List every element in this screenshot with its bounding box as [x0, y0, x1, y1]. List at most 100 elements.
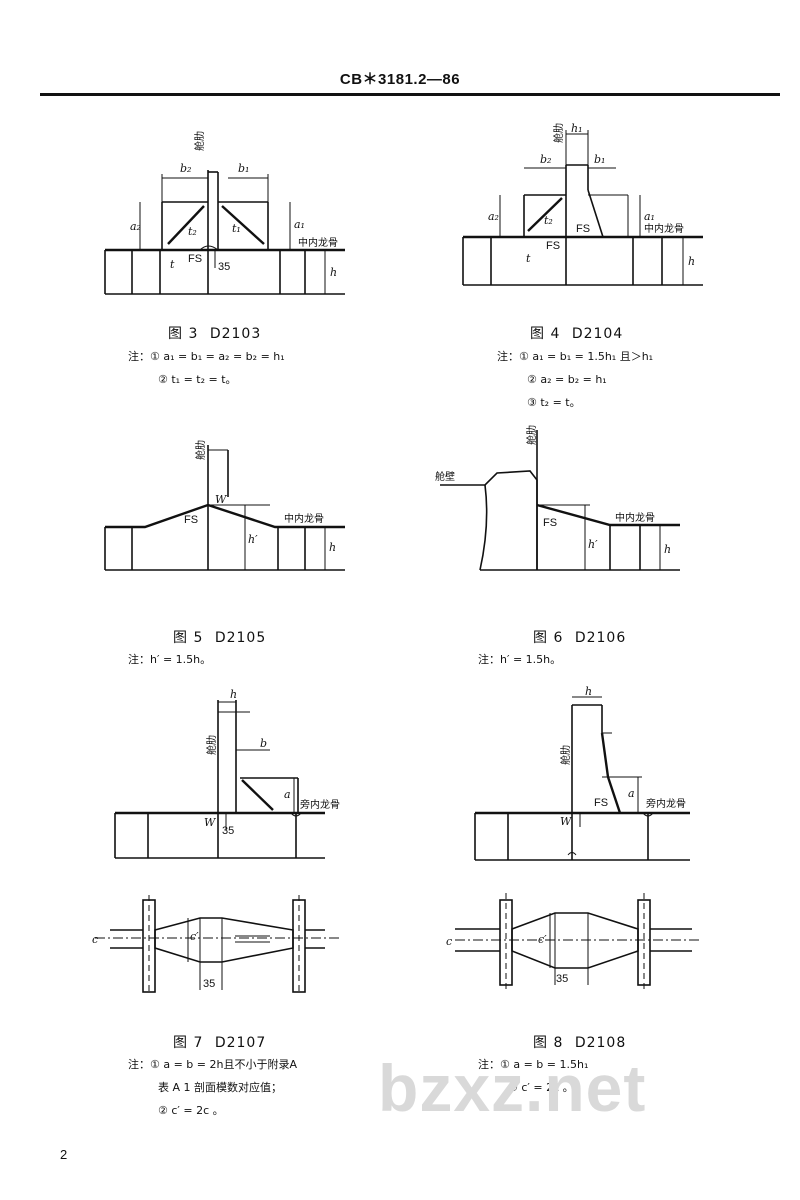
fig4-label-fs: FS [576, 223, 590, 235]
fig4-label-h1: h₁ [571, 122, 583, 135]
figure-8-note-2: ② c′ = 2c 。 [508, 1081, 574, 1094]
fig6-label-hp: h′ [588, 538, 598, 551]
fig4-label-frame: 舱肋 [552, 123, 565, 143]
fig7-label-h: h [230, 688, 237, 701]
figure-5-number: 图 5 [173, 630, 204, 646]
fig3-label-b1: b₁ [238, 162, 249, 175]
fig7-label-a: a [284, 788, 291, 801]
figure-4-caption: 图 4 D2104 [530, 323, 629, 343]
figure-3-note-1: 注：① a₁ = b₁ = a₂ = b₂ = h₁ [128, 350, 285, 363]
figure-3-notes: 注：① a₁ = b₁ = a₂ = b₂ = h₁ ② t₁ = t₂ = t… [128, 345, 285, 391]
figure-7-code: D2107 [214, 1035, 267, 1051]
page-number: 2 [60, 1147, 68, 1162]
fig8-label-cp: c′ [538, 933, 547, 946]
fig5-label-keelson: 中内龙骨 [284, 512, 324, 525]
fig4-label-b1: b₁ [594, 153, 605, 166]
fig3-label-b2: b₂ [180, 162, 191, 175]
figure-5-code: D2105 [214, 630, 267, 646]
figure-7-note-1: 注：① a = b = 2h且不小于附录A [128, 1058, 297, 1071]
figure-7-number: 图 7 [173, 1035, 204, 1051]
figure-5-caption: 图 5 D2105 [173, 627, 272, 647]
figure-4-note-3: ③ t₂ = t。 [527, 396, 581, 409]
fig3-label-fs: FS [188, 253, 202, 265]
fig7-label-35b: 35 [203, 978, 215, 990]
fig3-label-a1: a₁ [294, 218, 305, 231]
figure-6-code: D2106 [574, 630, 627, 646]
fig8-label-a: a [628, 787, 635, 800]
fig3-label-t: t [170, 258, 175, 271]
figure-6-caption: 图 6 D2106 [533, 627, 632, 647]
fig4-label-keelson: 中内龙骨 [644, 222, 684, 235]
header-rule [40, 93, 780, 96]
fig6-label-frame: 舱肋 [525, 425, 538, 445]
fig7-label-c: c [92, 933, 98, 946]
figure-4-code: D2104 [571, 326, 624, 342]
figure-6-drawing: 舱肋 舱壁 FS h′ h 中内龙骨 [435, 425, 680, 571]
figure-7-notes: 注：① a = b = 2h且不小于附录A 表 A 1 剖面模数对应值； ② c… [128, 1053, 297, 1122]
figure-8-caption: 图 8 D2108 [533, 1032, 632, 1052]
fig7-label-b: b [260, 737, 267, 750]
figure-3-number: 图 3 [168, 326, 199, 342]
figure-8-code: D2108 [574, 1035, 627, 1051]
fig8-label-c: c [446, 935, 452, 948]
fig8-label-35: 35 [556, 973, 568, 985]
fig3-label-a2: a₂ [130, 220, 141, 233]
figure-7-note-2: 表 A 1 剖面模数对应值； [158, 1081, 283, 1094]
watermark: bzxz.net [378, 1051, 647, 1125]
figure-6-notes: 注：h′ = 1.5h。 [478, 648, 561, 671]
fig6-label-fs: FS [543, 517, 557, 529]
fig5-label-w: W [215, 493, 228, 506]
fig7-label-keelson: 旁内龙骨 [300, 798, 340, 811]
fig3-label-frame: 舱肋 [193, 131, 206, 151]
figure-6-note-1: 注：h′ = 1.5h。 [478, 653, 562, 666]
fig4-label-t: t [526, 252, 531, 265]
figure-7-drawing: h b 舱肋 a W 35 旁内龙骨 c c′ 35 [92, 688, 340, 995]
fig4-label-b2: b₂ [540, 153, 551, 166]
page-header-standard: CB＊3181.2—86 [339, 71, 461, 88]
fig7-label-frame: 舱肋 [205, 735, 218, 755]
fig4-label-a1: a₁ [644, 210, 655, 223]
fig4-label-fs2: FS [546, 240, 560, 252]
fig6-label-bulkhead: 舱壁 [435, 470, 455, 483]
fig8-label-fs: FS [594, 797, 608, 809]
figure-3-caption: 图 3 D2103 [168, 323, 267, 343]
figure-4-drawing: 舱肋 h₁ b₂ b₁ a₂ a₁ t₂ FS FS t h 中内龙骨 [462, 122, 703, 286]
figure-8-drawing: h 舱肋 a FS W 旁内龙骨 c c′ 35 [446, 685, 700, 990]
fig7-label-cp: c′ [190, 930, 199, 943]
figure-3-code: D2103 [209, 326, 262, 342]
fig4-label-t2: t₂ [544, 214, 553, 227]
fig7-label-w: W [204, 816, 217, 829]
fig5-label-fs: FS [184, 514, 198, 526]
fig8-label-w: W [560, 815, 573, 828]
figure-4-number: 图 4 [530, 326, 561, 342]
figure-4-note-1: 注：① a₁ = b₁ = 1.5h₁ 且＞h₁ [497, 350, 654, 363]
fig4-label-a2: a₂ [488, 210, 499, 223]
fig6-label-keelson: 中内龙骨 [615, 511, 655, 524]
figure-8-note-1: 注：① a = b = 1.5h₁ [478, 1058, 589, 1071]
fig4-label-h: h [688, 255, 695, 268]
fig8-label-frame: 舱肋 [559, 745, 572, 765]
fig8-label-h: h [585, 685, 592, 698]
figure-5-note-1: 注：h′ = 1.5h。 [128, 653, 212, 666]
figure-8-number: 图 8 [533, 1035, 564, 1051]
figure-4-note-2: ② a₂ = b₂ = h₁ [527, 373, 607, 386]
figure-6-number: 图 6 [533, 630, 564, 646]
figure-5-notes: 注：h′ = 1.5h。 [128, 648, 211, 671]
figure-3-drawing: 舱肋 b₂ b₁ a₂ a₁ t₂ t₁ FS 35 t h 中内龙骨 [104, 131, 345, 295]
fig3-label-keelson: 中内龙骨 [298, 236, 338, 249]
figure-3-note-2: ② t₁ = t₂ = t。 [158, 373, 237, 386]
fig7-label-35: 35 [222, 825, 234, 837]
figure-7-note-3: ② c′ = 2c 。 [158, 1104, 224, 1117]
fig5-label-hp: h′ [248, 533, 258, 546]
figure-4-notes: 注：① a₁ = b₁ = 1.5h₁ 且＞h₁ ② a₂ = b₂ = h₁ … [497, 345, 653, 414]
fig3-label-t1: t₁ [232, 222, 241, 235]
fig5-label-h: h [329, 541, 336, 554]
fig6-label-h: h [664, 543, 671, 556]
figure-7-caption: 图 7 D2107 [173, 1032, 272, 1052]
figure-5-drawing: 舱肋 W FS h′ h 中内龙骨 [104, 440, 345, 571]
figure-8-notes: 注：① a = b = 1.5h₁ ② c′ = 2c 。 [478, 1053, 588, 1099]
fig3-label-t2: t₂ [188, 225, 197, 238]
fig5-label-frame: 舱肋 [194, 440, 207, 460]
fig3-label-h: h [330, 266, 337, 279]
fig8-label-keelson: 旁内龙骨 [646, 797, 686, 810]
